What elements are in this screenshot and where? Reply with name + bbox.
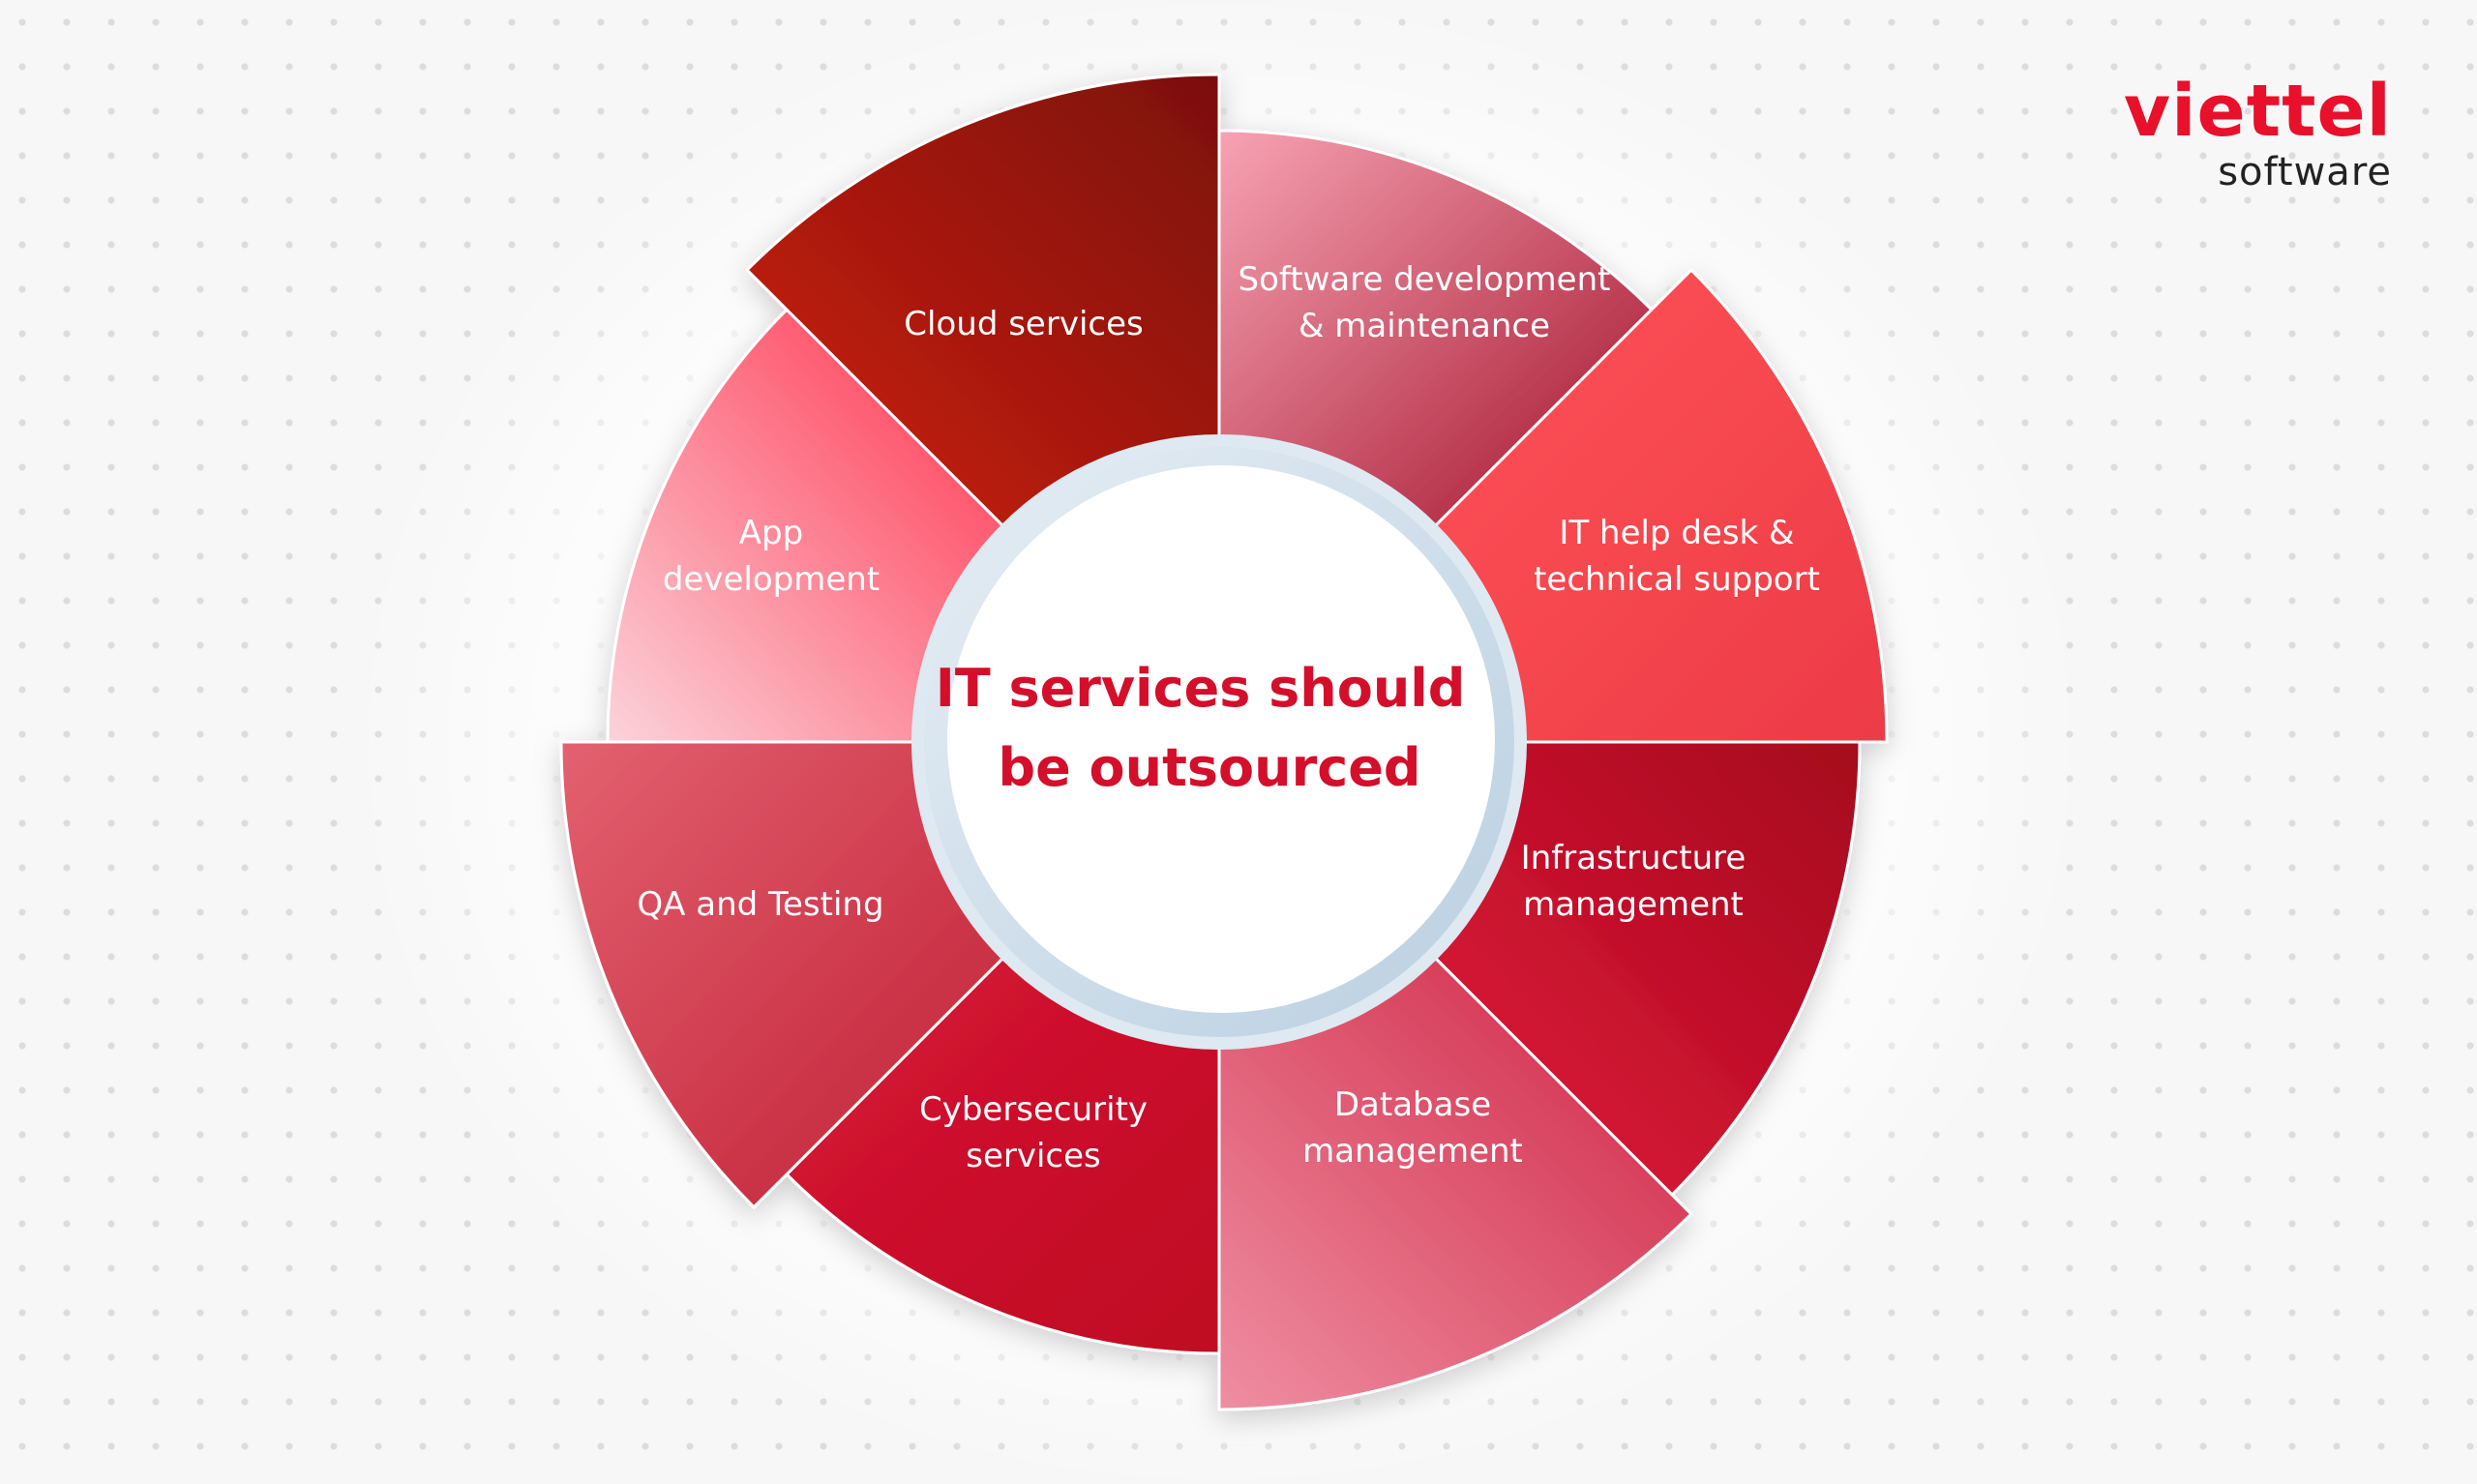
segment-label-database-management: Database management	[1302, 1085, 1523, 1171]
segment-label-line: IT help desk &	[1559, 514, 1794, 552]
segment-label-line: management	[1523, 885, 1744, 924]
segment-label-infrastructure-management: Infrastructure management	[1521, 839, 1746, 924]
segment-label-qa-testing: QA and Testing	[637, 885, 883, 924]
center-disc: IT services should be outsourced	[911, 434, 1527, 1050]
segment-label-line: services	[966, 1137, 1101, 1175]
logo-subtitle: software	[2218, 150, 2392, 194]
segment-label-line: App	[739, 514, 803, 552]
segment-label-line: Infrastructure	[1521, 839, 1746, 877]
segment-label-line: Cybersecurity	[919, 1090, 1148, 1129]
segment-label-line: Database	[1334, 1085, 1491, 1124]
segment-label-line: technical support	[1534, 560, 1820, 599]
segment-label-line: Cloud services	[904, 305, 1143, 343]
segment-label-cloud-services: Cloud services	[904, 305, 1143, 343]
viettel-software-logo: viettel software	[2124, 75, 2392, 192]
segment-label-line: Software development	[1238, 260, 1611, 299]
logo-name: viettel	[2123, 70, 2392, 153]
segment-label-software-development: Software development & maintenance	[1238, 260, 1611, 345]
center-title: IT services should be outsourced	[936, 658, 1484, 798]
center-white-disc	[947, 465, 1495, 1013]
segment-label-line: management	[1302, 1132, 1523, 1171]
segment-label-cybersecurity-services: Cybersecurity services	[919, 1090, 1148, 1175]
center-title-line-2: be outsourced	[998, 737, 1420, 798]
segment-label-line: development	[663, 560, 880, 599]
center-title-line-1: IT services should	[936, 658, 1466, 719]
segment-label-line: & maintenance	[1298, 307, 1550, 345]
segment-label-app-development: App development	[663, 514, 880, 599]
segment-label-it-help-desk: IT help desk & technical support	[1534, 514, 1820, 599]
segment-label-line: QA and Testing	[637, 885, 883, 924]
